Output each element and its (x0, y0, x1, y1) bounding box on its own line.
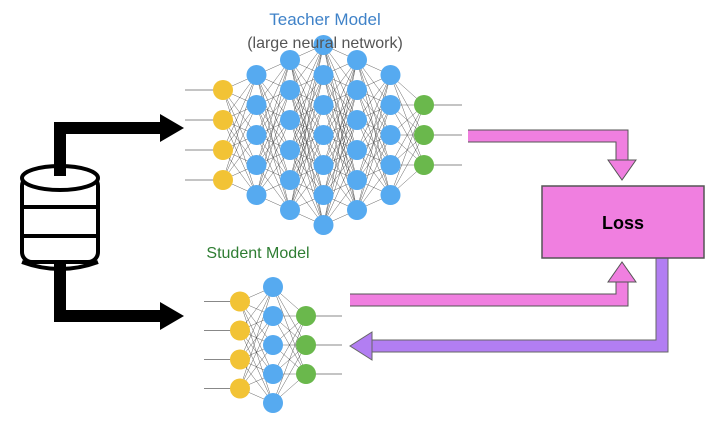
teacher-hidden-node (380, 185, 401, 205)
teacher-hidden-node (313, 35, 334, 55)
teacher-hidden-node (313, 215, 334, 235)
student-edge (272, 315, 307, 375)
teacher-hidden-node (246, 95, 267, 115)
teacher-hidden-node (280, 80, 300, 100)
teacher-edge (356, 74, 391, 151)
teacher-hidden-node (347, 50, 367, 70)
teacher-hidden-node (313, 95, 334, 115)
teacher-hidden-node (246, 125, 267, 145)
teacher-edge (222, 104, 257, 181)
student-output-node (296, 364, 316, 384)
teacher-hidden-node (347, 140, 367, 160)
teacher-edge (323, 59, 358, 166)
teacher-edge (256, 59, 291, 136)
teacher-input-node (213, 140, 233, 160)
teacher-network (185, 35, 462, 235)
teacher-edge (323, 119, 358, 226)
teacher-edge (390, 104, 425, 196)
student-hidden-node (263, 306, 283, 326)
student-edge (239, 286, 274, 360)
student-output-node (296, 335, 316, 355)
student-input-node (230, 378, 250, 399)
teacher-edge (256, 89, 291, 196)
teacher-edge (356, 134, 391, 211)
teacher-hidden-node (380, 125, 401, 145)
student-input-node (230, 291, 250, 312)
student-output-node (296, 306, 316, 326)
loss-box: Loss (541, 185, 705, 259)
teacher-hidden-node (280, 200, 300, 220)
teacher-hidden-node (246, 185, 267, 205)
teacher-hidden-node (313, 155, 334, 175)
teacher-edge (289, 44, 324, 151)
teacher-hidden-node (280, 140, 300, 160)
teacher-model-title: Teacher Model (269, 10, 381, 29)
teacher-edge (289, 44, 324, 121)
teacher-hidden-node (347, 170, 367, 190)
teacher-model-subtitle: (large neural network) (247, 35, 403, 52)
loss-label: Loss (602, 213, 644, 233)
teacher-edge (289, 104, 324, 211)
teacher-input-node (213, 170, 233, 190)
student-edge (239, 315, 274, 389)
teacher-edge (356, 104, 391, 211)
teacher-hidden-node (246, 65, 267, 85)
teacher-hidden-node (313, 185, 334, 205)
teacher-hidden-node (280, 110, 300, 130)
student-network (204, 277, 342, 413)
student-hidden-node (263, 335, 283, 355)
teacher-output-node (414, 155, 434, 175)
loss-to-student-arrow (349, 258, 669, 361)
teacher-hidden-node (347, 80, 367, 100)
student-edge (272, 315, 307, 404)
teacher-edge (289, 134, 324, 211)
student-input-node (230, 320, 250, 341)
teacher-edge (323, 59, 358, 136)
student-input-node (230, 349, 250, 370)
teacher-input-node (213, 110, 233, 130)
teacher-hidden-node (380, 155, 401, 175)
student-nodes (230, 277, 316, 413)
student-to-loss-arrow (350, 261, 637, 307)
student-hidden-node (263, 364, 283, 384)
teacher-edge (222, 74, 257, 151)
teacher-hidden-node (280, 170, 300, 190)
teacher-input-node (213, 80, 233, 100)
database-icon (20, 164, 100, 271)
student-edge (272, 344, 307, 404)
teacher-hidden-node (380, 65, 401, 85)
teacher-edge (356, 74, 391, 181)
student-edge (239, 286, 274, 389)
teacher-nodes (213, 35, 434, 235)
teacher-to-loss-arrow (468, 129, 637, 181)
teacher-edge (222, 74, 257, 181)
teacher-output-node (414, 125, 434, 145)
teacher-edge (390, 134, 425, 196)
student-hidden-node (263, 277, 283, 297)
data-arrow-to-teacher (54, 114, 184, 176)
teacher-hidden-node (347, 110, 367, 130)
teacher-hidden-node (313, 125, 334, 145)
teacher-hidden-node (313, 65, 334, 85)
teacher-edge (256, 119, 291, 196)
teacher-hidden-node (246, 155, 267, 175)
teacher-output-node (414, 95, 434, 115)
teacher-hidden-node (347, 200, 367, 220)
data-arrow-to-student (54, 262, 184, 330)
student-model-title: Student Model (206, 245, 309, 262)
teacher-edge (390, 104, 425, 166)
teacher-edge (323, 149, 358, 226)
teacher-hidden-node (380, 95, 401, 115)
teacher-hidden-node (280, 50, 300, 70)
student-hidden-node (263, 393, 283, 413)
teacher-edge (256, 59, 291, 166)
